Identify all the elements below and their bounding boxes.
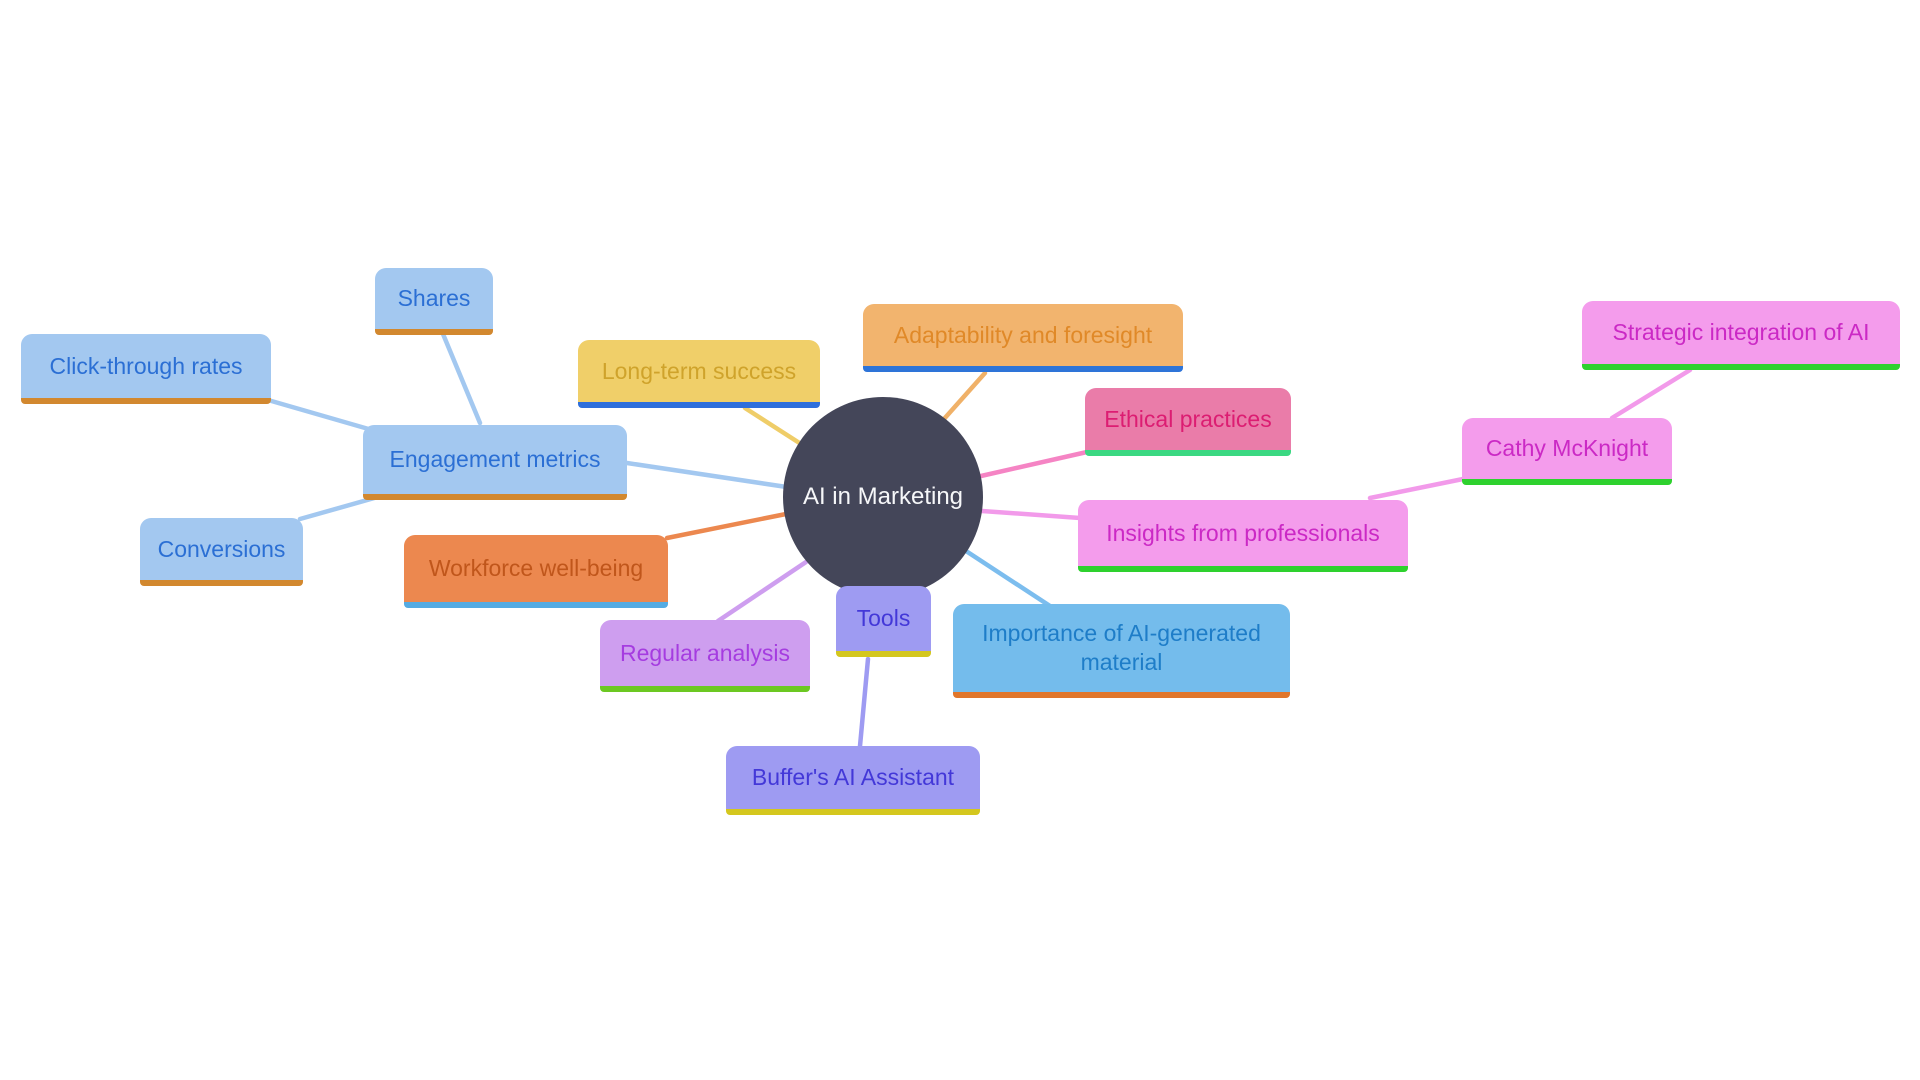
edge-adaptability-central — [941, 370, 988, 422]
node-click-through-rates[interactable]: Click-through rates — [21, 334, 271, 404]
node-long-term-success[interactable]: Long-term success — [578, 340, 820, 408]
node-importance-of-ai-generated-material[interactable]: Importance of AI-generated material — [953, 604, 1290, 698]
edge-tools-buffers — [857, 656, 871, 749]
edge-longterm-central — [742, 405, 804, 447]
edge-insights-cathy — [1367, 476, 1466, 501]
edge-engagement-central — [624, 460, 803, 492]
edge-cathy-strategic — [1609, 367, 1693, 421]
edge-importance-central — [963, 548, 1053, 609]
edge-workforce-central — [664, 511, 789, 541]
node-buffers-ai-assistant[interactable]: Buffer's AI Assistant — [726, 746, 980, 815]
node-workforce-well-being[interactable]: Workforce well-being — [404, 535, 668, 608]
node-adaptability-and-foresight[interactable]: Adaptability and foresight — [863, 304, 1183, 372]
node-ethical-practices[interactable]: Ethical practices — [1085, 388, 1291, 456]
edge-insights-central — [979, 508, 1083, 521]
node-regular-analysis[interactable]: Regular analysis — [600, 620, 810, 692]
node-central[interactable]: AI in Marketing — [783, 397, 983, 597]
node-engagement-metrics[interactable]: Engagement metrics — [363, 425, 627, 500]
edge-clickthrough-engagement — [265, 397, 375, 433]
node-shares[interactable]: Shares — [375, 268, 493, 335]
node-conversions[interactable]: Conversions — [140, 518, 303, 586]
node-tools[interactable]: Tools — [836, 586, 931, 657]
edge-shares-engagement — [440, 331, 483, 426]
node-strategic-integration-of-ai[interactable]: Strategic integration of AI — [1582, 301, 1900, 370]
node-insights-from-professionals[interactable]: Insights from professionals — [1078, 500, 1408, 572]
edge-ethical-central — [978, 449, 1090, 479]
node-cathy-mcknight[interactable]: Cathy McKnight — [1462, 418, 1672, 485]
edge-regular-central — [715, 559, 809, 624]
